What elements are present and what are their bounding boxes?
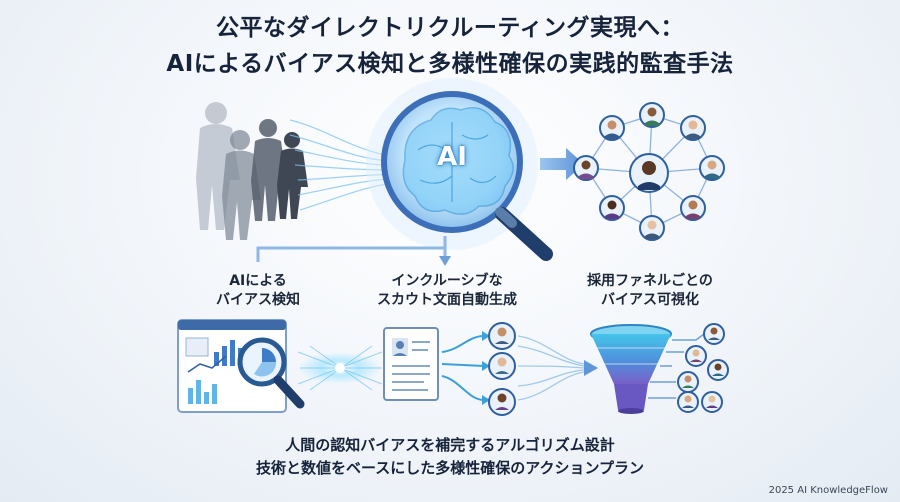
hiring-funnel-icon — [590, 324, 672, 414]
title-line-1: 公平なダイレクトリクルーティング実現へ： — [216, 15, 684, 41]
feature-label-funnel-visualization: 採用ファネルごとの バイアス可視化 — [587, 273, 713, 308]
ai-brain-magnifier-icon — [366, 78, 553, 261]
profile-document-icon — [383, 327, 439, 401]
sparkle-burst — [297, 345, 383, 391]
distribution-arrows — [441, 335, 485, 401]
arrow-funnel-icon — [584, 360, 598, 376]
diverse-network-icon — [573, 102, 725, 241]
candidate-avatars — [488, 322, 516, 416]
feature-label-inclusive-scout: インクルーシブな スカウト文面自動生成 — [377, 273, 517, 308]
credit-text: 2025 AI KnowledgeFlow — [768, 485, 888, 496]
title-line-2: AIによるバイアス検知と多様性確保の実践的監査手法 — [166, 51, 734, 77]
footer-summary: 人間の認知バイアスを補完するアルゴリズム設計 技術と数値をベースにした多様性確保… — [255, 436, 645, 477]
ai-badge: AI — [437, 142, 467, 172]
dashboard-magnifier-icon — [177, 319, 305, 413]
funnel-candidate-avatars — [648, 323, 729, 413]
arrow-down-icon — [439, 256, 451, 266]
feature-label-bias-detection: AIによる バイアス検知 — [216, 273, 300, 308]
flow-waves — [517, 335, 585, 401]
arrow-right-icon — [540, 148, 584, 180]
shadow-people-icon — [196, 102, 308, 240]
